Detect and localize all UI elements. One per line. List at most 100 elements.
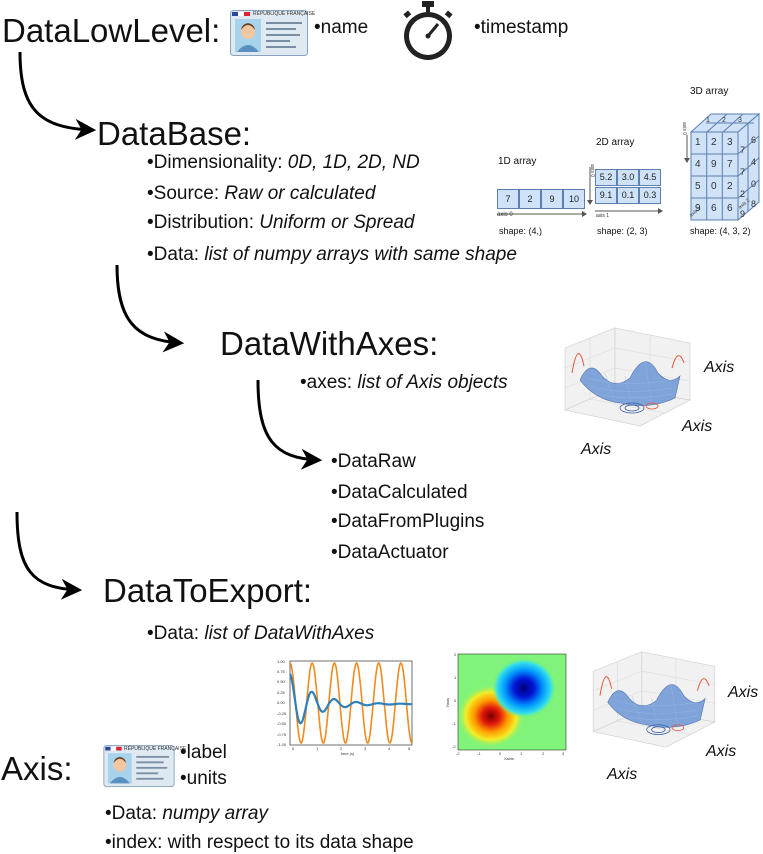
array-3d-front-cell: 7 bbox=[727, 159, 733, 170]
datalowlevel-title: DataLowLevel: bbox=[2, 12, 221, 49]
line-plot-ytick: 0.75 bbox=[277, 669, 285, 674]
axis-detail-data: •Data: numpy array bbox=[105, 803, 268, 824]
arrow-to-datawithaxes bbox=[115, 264, 185, 353]
line-plot-ytick: 0.00 bbox=[277, 700, 285, 705]
surface-upper-axis-label: Axis bbox=[704, 359, 735, 376]
surface-upper-axis-label: Axis bbox=[682, 418, 713, 435]
array-3d-front-cell: 5 bbox=[695, 181, 701, 192]
array-3d-title: 3D array bbox=[690, 86, 729, 97]
arrow-to-datatoexport bbox=[15, 511, 83, 600]
array-3d-side-cell: 6 bbox=[751, 135, 757, 145]
array-3d-side-cell: 7 bbox=[740, 145, 746, 155]
array-1d-axis-label: axis 0 bbox=[497, 212, 513, 218]
heatmap-xtick: -2 bbox=[456, 751, 460, 756]
array-3d-side-cell: 2 bbox=[740, 189, 746, 199]
axis-id-card-text: RÉPUBLIQUE FRANÇAISE bbox=[124, 746, 187, 752]
heatmap-xtick: 2 bbox=[542, 751, 545, 756]
datawithaxes-title: DataWithAxes: bbox=[220, 325, 439, 362]
heatmap-ytick: 1 bbox=[454, 675, 457, 680]
line-plot-ytick: 0.25 bbox=[277, 690, 285, 695]
database-title: DataBase: bbox=[97, 115, 252, 152]
array-3d-top-cell: 3 bbox=[738, 117, 742, 124]
axis-item-units: •units bbox=[180, 768, 227, 789]
array-3d-side-cell: 0 bbox=[751, 179, 757, 189]
id-card-icon bbox=[230, 10, 308, 56]
array-2d: 5.2 3.0 4.5 9.1 0.1 0.3 bbox=[595, 169, 661, 207]
arrow-to-subclasses bbox=[256, 379, 323, 470]
heatmap-xtick: -1 bbox=[477, 751, 481, 756]
surface-lower-axis-label: Axis bbox=[706, 743, 737, 760]
array-2d-cell: 9.1 bbox=[595, 187, 617, 204]
array-2d-cell: 3.0 bbox=[617, 169, 639, 186]
line-plot-xtick: 0 bbox=[292, 746, 295, 751]
array-3d-shape: shape: (4, 3, 2) bbox=[690, 226, 751, 236]
line-plot-ytick: 1.00 bbox=[277, 659, 285, 664]
array-1d-axis-arrow bbox=[497, 211, 587, 217]
heatmap-ytick: -1 bbox=[452, 721, 456, 726]
database-item-dimensionality: •Dimensionality: 0D, 1D, 2D, ND bbox=[147, 152, 420, 173]
surface-lower-axis-label: Axis bbox=[728, 684, 759, 701]
surface-upper-axis-label: Axis bbox=[581, 441, 612, 458]
array-2d-cell: 4.5 bbox=[639, 169, 661, 186]
array-3d-side-cell: 4 bbox=[751, 157, 757, 167]
heatmap-ytick: 0 bbox=[454, 698, 457, 703]
line-plot-xtick: 4 bbox=[388, 746, 391, 751]
array-2d-cell: 0.3 bbox=[639, 187, 661, 204]
axis-id-card-icon bbox=[103, 745, 175, 787]
axis-detail-index: •index: with respect to its data shape bbox=[105, 832, 414, 853]
stopwatch-icon bbox=[398, 0, 458, 62]
subclass-datacalculated: •DataCalculated bbox=[331, 482, 468, 503]
heatmap-ytick: -2 bbox=[452, 744, 456, 749]
line-plot-ytick: -0.75 bbox=[277, 732, 287, 737]
array-1d-title: 1D array bbox=[498, 156, 537, 167]
heatmap-xlabel: Xaxis bbox=[504, 756, 514, 761]
array-3d-axis0-arrow bbox=[684, 135, 690, 163]
line-plot-ytick: -1.00 bbox=[277, 742, 287, 747]
array-2d-cell: 0.1 bbox=[617, 187, 639, 204]
array-2d-shape: shape: (2, 3) bbox=[597, 226, 648, 236]
array-2d-title: 2D array bbox=[596, 137, 635, 148]
line-plot-ytick: 0.50 bbox=[277, 679, 285, 684]
surface-lower-axis-label: Axis bbox=[607, 766, 638, 783]
line-plot-xtick: 2 bbox=[340, 746, 343, 751]
axis-item-label: •label bbox=[180, 742, 227, 763]
line-plot-xtick: 1 bbox=[316, 746, 319, 751]
array-1d-cell: 7 bbox=[497, 189, 519, 209]
array-3d-front-cell: 0 bbox=[711, 181, 717, 192]
heatmap-plot: 2 1 0 -1 -2 -2 -1 0 1 2 3 Xaxis Yaxis bbox=[445, 650, 570, 762]
array-1d-cell: 9 bbox=[541, 189, 563, 209]
array-2d-axis0-label: axis 0 bbox=[589, 164, 595, 178]
array-3d-front-cell: 2 bbox=[727, 181, 733, 192]
line-plot-xtick: 3 bbox=[364, 746, 367, 751]
array-1d-cell: 2 bbox=[519, 189, 541, 209]
array-3d-front-cell: 4 bbox=[695, 159, 701, 170]
heatmap-ytick: 2 bbox=[454, 652, 457, 657]
heatmap-xtick: 1 bbox=[520, 751, 523, 756]
database-item-source: •Source: Raw or calculated bbox=[147, 183, 376, 204]
line-plot-ytick: -0.25 bbox=[277, 711, 287, 716]
array-2d-axis1-arrow bbox=[595, 208, 663, 214]
line-plot-xlabel: time (s) bbox=[341, 751, 355, 756]
datatoexport-item-data: •Data: list of DataWithAxes bbox=[147, 623, 375, 644]
array-3d-side-cell: 9 bbox=[740, 209, 746, 219]
line-plot: 1.00 0.75 0.50 0.25 0.00 -0.25 -0.50 -0.… bbox=[276, 657, 416, 757]
array-3d-top-cell: 2 bbox=[722, 117, 726, 124]
array-3d-front-cell: 1 bbox=[695, 137, 701, 148]
array-3d-front-cell: 6 bbox=[711, 203, 717, 214]
id-card-text: RÉPUBLIQUE FRANÇAISE bbox=[253, 11, 316, 17]
surface-plot-upper bbox=[560, 318, 695, 433]
heatmap-xtick: 0 bbox=[499, 751, 502, 756]
database-item-data: •Data: list of numpy arrays with same sh… bbox=[147, 244, 517, 265]
surface-plot-lower bbox=[588, 642, 720, 754]
array-1d: 7 2 9 10 bbox=[497, 189, 587, 209]
array-3d-side-cell: 8 bbox=[751, 199, 757, 209]
array-3d-front-cell: 3 bbox=[727, 137, 733, 148]
array-3d-front-cell: 2 bbox=[711, 137, 717, 148]
datatoexport-title: DataToExport: bbox=[103, 572, 313, 609]
array-3d-front-cell: 9 bbox=[695, 203, 701, 214]
subclass-dataactuator: •DataActuator bbox=[331, 542, 449, 563]
array-3d-side-cell: 7 bbox=[740, 167, 746, 177]
axis-title: Axis: bbox=[1, 750, 73, 787]
array-1d-shape: shape: (4,) bbox=[499, 226, 543, 236]
